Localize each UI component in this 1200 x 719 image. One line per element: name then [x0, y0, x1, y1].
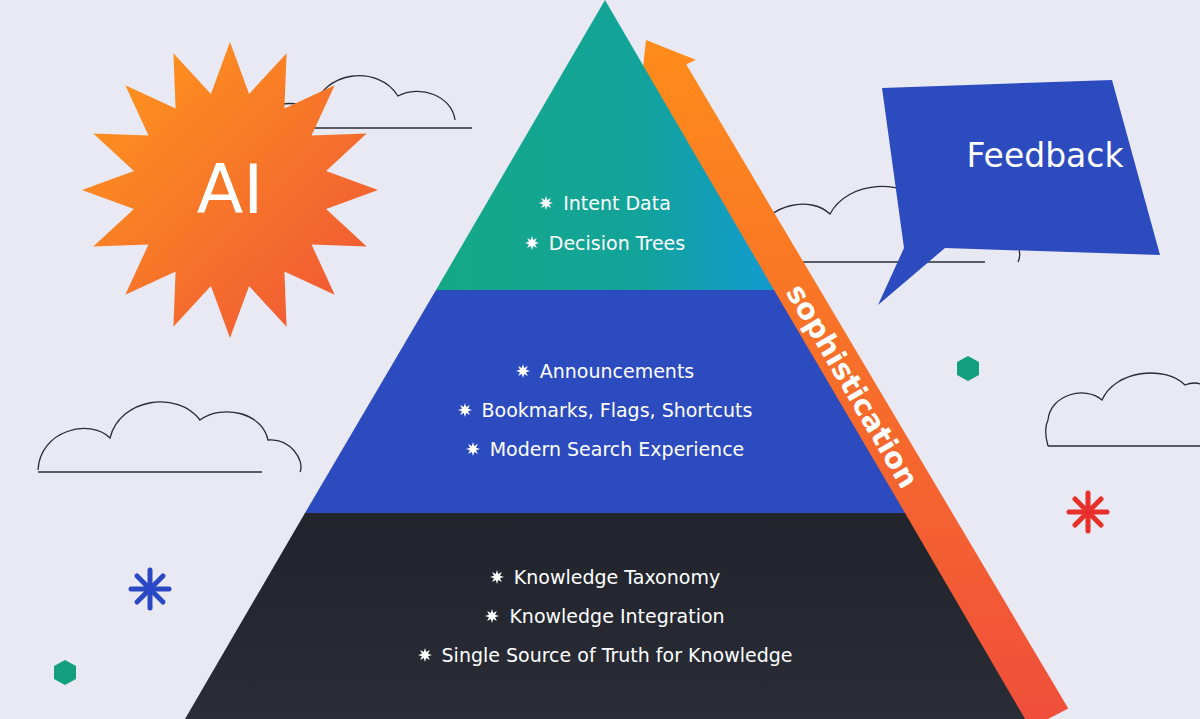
- bullet-text: Intent Data: [563, 190, 671, 216]
- asterisk-blue: [131, 570, 169, 608]
- feedback-speech-bubble-outline: [870, 70, 1170, 315]
- bullet-item: Bookmarks, Flags, Shortcuts: [458, 397, 753, 423]
- bullet-star: [458, 403, 472, 417]
- hexagon: [54, 660, 76, 685]
- pyramid-bottom-band: Knowledge TaxonomyKnowledge IntegrationS…: [185, 513, 1025, 719]
- feedback-speech-bubble: Feedback: [870, 70, 1170, 315]
- bullet-star: [490, 570, 504, 584]
- bullet-star: [525, 236, 539, 250]
- bullet-item: Single Source of Truth for Knowledge: [418, 642, 793, 668]
- bullet-item: Decision Trees: [525, 230, 685, 256]
- bullet-item: Modern Search Experience: [466, 436, 745, 462]
- bullet-item: Knowledge Integration: [485, 603, 724, 629]
- bullet-item: Intent Data: [539, 190, 671, 216]
- bullet-star: [539, 196, 553, 210]
- bullet-star: [418, 648, 432, 662]
- asterisk-red: [1069, 493, 1107, 531]
- ai-starburst: AI: [80, 40, 380, 340]
- bullet-item: Announcements: [516, 358, 695, 384]
- shape-label: Feedback: [966, 138, 1123, 174]
- bullet-text: Knowledge Integration: [509, 603, 724, 629]
- bullet-text: Bookmarks, Flags, Shortcuts: [482, 397, 753, 423]
- shape-label: AI: [197, 153, 264, 228]
- bullet-star: [485, 609, 499, 623]
- bullet-text: Knowledge Taxonomy: [514, 564, 720, 590]
- hexagon: [957, 356, 979, 381]
- bullet-text: Announcements: [540, 358, 695, 384]
- bullet-text: Modern Search Experience: [490, 436, 745, 462]
- bullet-item: Knowledge Taxonomy: [490, 564, 720, 590]
- bullet-text: Single Source of Truth for Knowledge: [442, 642, 793, 668]
- bullet-star: [466, 442, 480, 456]
- bullet-text: Decision Trees: [549, 230, 685, 256]
- pyramid-top-band: Intent DataDecision Trees: [436, 0, 774, 290]
- bullet-star: [516, 364, 530, 378]
